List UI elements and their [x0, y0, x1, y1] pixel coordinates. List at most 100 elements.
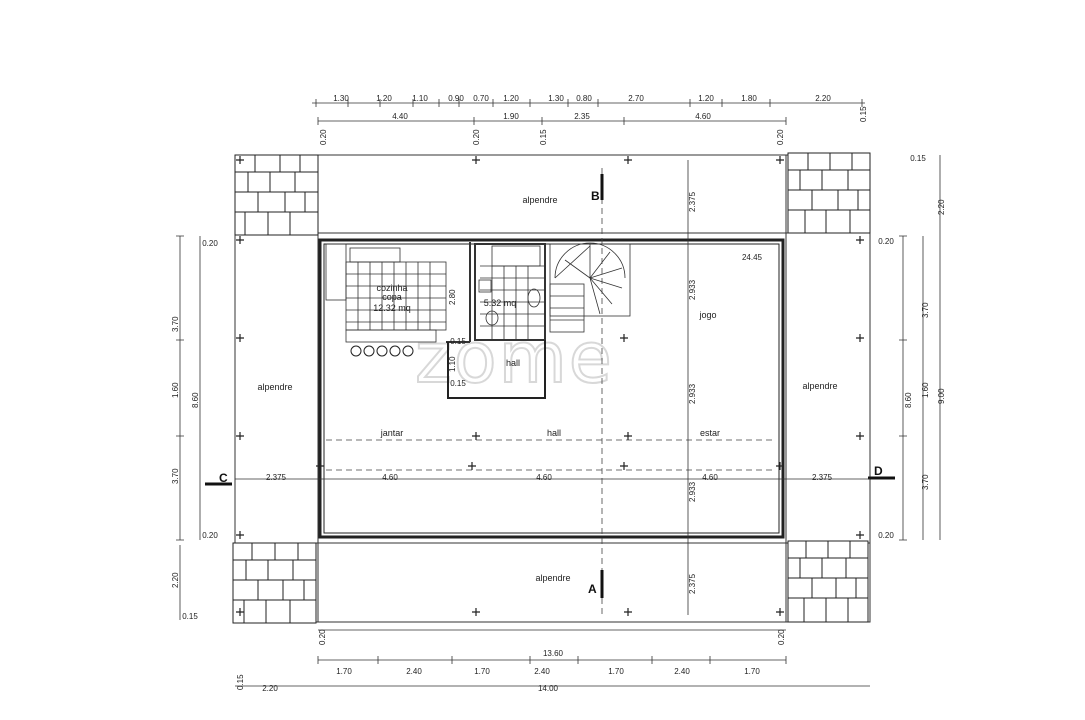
svg-text:0.20: 0.20 [318, 629, 327, 645]
svg-text:4.60: 4.60 [382, 473, 398, 482]
stools [350, 345, 414, 357]
dims-bottom-row1: 1.70 2.40 1.70 2.40 1.70 2.40 1.70 [336, 667, 760, 676]
svg-text:0.80: 0.80 [576, 94, 592, 103]
svg-text:0.20: 0.20 [878, 237, 894, 246]
label-hall-main: hall [547, 428, 561, 438]
section-markers [205, 174, 895, 598]
label-copa: copa [382, 292, 402, 302]
svg-text:0.20: 0.20 [202, 531, 218, 540]
svg-text:0.20: 0.20 [472, 129, 481, 145]
svg-text:1.60: 1.60 [921, 382, 930, 398]
svg-text:0.20: 0.20 [319, 129, 328, 145]
label-jogo: jogo [698, 310, 716, 320]
label-area-cozinha: 12.32 mq [373, 303, 411, 313]
stone-corner-bottom-left [232, 542, 317, 624]
svg-text:1.90: 1.90 [503, 112, 519, 121]
svg-text:1.20: 1.20 [376, 94, 392, 103]
svg-text:3.70: 3.70 [921, 302, 930, 318]
svg-text:2.80: 2.80 [448, 289, 457, 305]
bathroom [474, 243, 546, 341]
label-cozinha: cozinha [376, 283, 407, 293]
svg-text:8.60: 8.60 [191, 392, 200, 408]
label-area-wc: 5.32 mq [484, 298, 517, 308]
svg-text:3.70: 3.70 [171, 468, 180, 484]
svg-text:0.20: 0.20 [776, 129, 785, 145]
svg-text:2.375: 2.375 [266, 473, 287, 482]
section-c: C [219, 471, 228, 485]
svg-text:2.375: 2.375 [812, 473, 833, 482]
section-b: B [591, 189, 600, 203]
svg-text:1.20: 1.20 [698, 94, 714, 103]
svg-text:0.15: 0.15 [539, 129, 548, 145]
dims-bottom-small: 0.20 0.20 0.15 2.20 [236, 629, 786, 693]
label-note: 24.45 [742, 253, 763, 262]
svg-text:0.20: 0.20 [878, 531, 894, 540]
label-alpendre-left: alpendre [257, 382, 292, 392]
svg-text:0.15: 0.15 [450, 379, 466, 388]
dimension-lines [176, 99, 941, 687]
section-a: A [588, 582, 597, 596]
svg-text:3.70: 3.70 [171, 316, 180, 332]
svg-text:2.35: 2.35 [574, 112, 590, 121]
svg-text:1.70: 1.70 [608, 667, 624, 676]
svg-text:1.30: 1.30 [333, 94, 349, 103]
svg-text:1.70: 1.70 [474, 667, 490, 676]
dims-kitchen: 2.80 0.15 1.10 0.15 [448, 289, 466, 388]
dims-mid-vertical: 2.375 2.933 2.933 2.933 2.375 [688, 191, 697, 594]
svg-text:2.70: 2.70 [628, 94, 644, 103]
label-estar: estar [700, 428, 720, 438]
stone-corner-top-left [234, 154, 319, 236]
svg-text:1.30: 1.30 [548, 94, 564, 103]
svg-text:0.15: 0.15 [236, 674, 245, 690]
svg-text:4.40: 4.40 [392, 112, 408, 121]
svg-text:0.15: 0.15 [859, 106, 868, 122]
spiral-stair [549, 242, 631, 333]
svg-text:2.375: 2.375 [688, 573, 697, 594]
stone-corner-bottom-right [787, 540, 869, 623]
section-lines [326, 168, 776, 616]
svg-text:1.80: 1.80 [741, 94, 757, 103]
svg-text:0.70: 0.70 [473, 94, 489, 103]
svg-text:1.20: 1.20 [503, 94, 519, 103]
svg-text:2.375: 2.375 [688, 191, 697, 212]
svg-text:0.15: 0.15 [182, 612, 198, 621]
svg-text:0.15: 0.15 [450, 337, 466, 346]
svg-text:2.40: 2.40 [674, 667, 690, 676]
dims-top-row1: 1.30 1.20 1.10 0.90 0.70 1.20 1.30 0.80 … [333, 94, 831, 103]
svg-text:2.20: 2.20 [815, 94, 831, 103]
svg-text:4.60: 4.60 [702, 473, 718, 482]
svg-text:2.20: 2.20 [937, 199, 946, 215]
label-alpendre-right: alpendre [802, 381, 837, 391]
svg-text:2.933: 2.933 [688, 279, 697, 300]
dims-right: 0.15 2.20 0.20 3.70 8.60 1.60 9.00 3.70 … [878, 154, 946, 540]
svg-text:3.70: 3.70 [921, 474, 930, 490]
svg-text:1.10: 1.10 [412, 94, 428, 103]
svg-text:2.20: 2.20 [262, 684, 278, 693]
svg-text:2.933: 2.933 [688, 481, 697, 502]
svg-text:4.60: 4.60 [536, 473, 552, 482]
dims-top-row2: 4.40 1.90 2.35 4.60 [392, 112, 711, 121]
stone-corner-top-right [787, 152, 871, 234]
svg-text:1.70: 1.70 [336, 667, 352, 676]
svg-text:1.70: 1.70 [744, 667, 760, 676]
section-d: D [874, 464, 883, 478]
hall-walls [447, 340, 546, 399]
label-hall-upper: hall [506, 358, 520, 368]
svg-text:9.00: 9.00 [937, 388, 946, 404]
label-jantar: jantar [380, 428, 404, 438]
svg-text:1.10: 1.10 [448, 356, 457, 372]
svg-text:0.20: 0.20 [777, 629, 786, 645]
label-alpendre-bottom: alpendre [535, 573, 570, 583]
dim-bottom-total2: 14.00 [538, 684, 559, 693]
svg-text:0.15: 0.15 [910, 154, 926, 163]
svg-text:4.60: 4.60 [695, 112, 711, 121]
dims-top-small: 0.20 0.20 0.15 0.20 0.15 [319, 106, 868, 145]
kitchen [325, 242, 471, 343]
svg-text:2.40: 2.40 [534, 667, 550, 676]
svg-text:2.933: 2.933 [688, 383, 697, 404]
svg-text:0.90: 0.90 [448, 94, 464, 103]
dim-bottom-total1: 13.60 [543, 649, 564, 658]
svg-text:8.60: 8.60 [904, 392, 913, 408]
svg-text:1.60: 1.60 [171, 382, 180, 398]
dims-left: 0.20 3.70 1.60 8.60 3.70 0.20 2.20 0.15 [171, 239, 218, 621]
